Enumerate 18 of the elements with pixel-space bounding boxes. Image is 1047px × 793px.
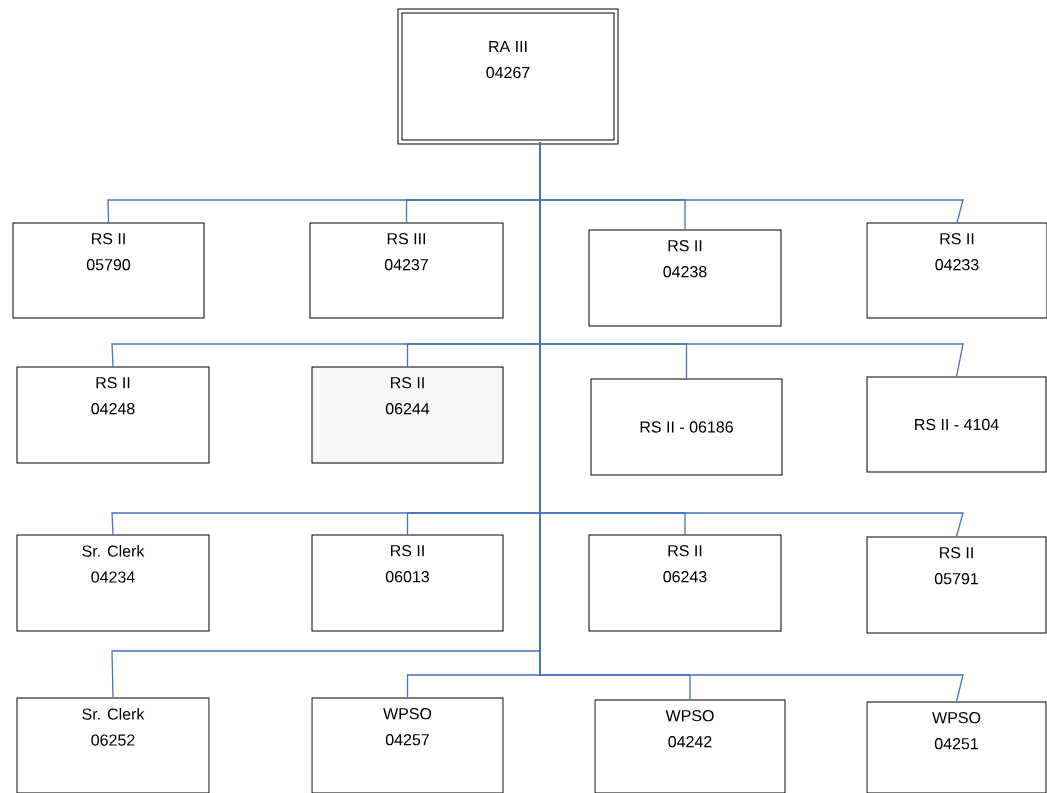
position-box: RS II 05790	[12, 222, 205, 319]
position-box: RS II 06013	[311, 534, 504, 632]
position-box: RS II - 4104	[866, 376, 1047, 473]
position-box: RS II 04248	[16, 366, 210, 464]
position-box: WPSO 04242	[594, 699, 786, 793]
manager-box: RA III 04267	[397, 8, 619, 145]
position-box: Sr. Clerk 06252	[16, 697, 210, 793]
position-box: RS II 06244	[311, 366, 504, 464]
position-box: RS II 06243	[588, 534, 782, 632]
position-box: RS II 04233	[866, 222, 1047, 319]
position-box: WPSO 04251	[866, 701, 1047, 793]
position-box: RS III 04237	[309, 222, 504, 319]
position-box: RS II 05791	[866, 536, 1047, 634]
position-box: Sr. Clerk 04234	[16, 534, 210, 632]
position-box: WPSO 04257	[311, 697, 504, 793]
connector-line	[539, 141, 964, 703]
position-box: RS II 04238	[588, 229, 782, 327]
position-box: RS II - 06186	[590, 378, 783, 476]
